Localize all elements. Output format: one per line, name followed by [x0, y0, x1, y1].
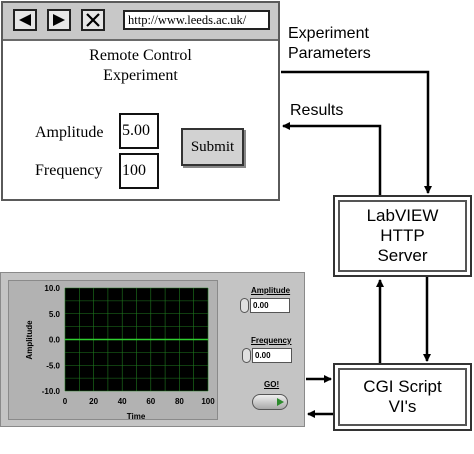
y-axis-label: Amplitude [25, 320, 34, 360]
frequency-spinner[interactable] [242, 348, 251, 363]
x-tick-label: 40 [118, 397, 127, 406]
server-line3: Server [377, 246, 428, 265]
y-tick-label: 10.0 [44, 284, 60, 293]
x-tick-label: 0 [63, 397, 68, 406]
go-label: GO! [264, 380, 280, 389]
results-arrow [282, 122, 382, 195]
waveform-graph: 10.0 5.0 0.0 -5.0 -10.00 20 40 60 80 100 Amplitud… [25, 284, 215, 421]
amplitude-label: Amplitude [35, 124, 104, 141]
y-tick-label: 0.0 [49, 336, 61, 345]
server-line2: HTTP [380, 226, 425, 245]
experiment-parameters-line2: Parameters [288, 45, 371, 62]
results-label: Results [290, 102, 344, 119]
y-tick-label: -5.0 [46, 361, 60, 370]
back-button[interactable] [13, 9, 37, 31]
go-button[interactable] [252, 394, 288, 410]
x-tick-label: 100 [201, 397, 215, 406]
close-icon [86, 13, 100, 27]
labview-http-server-box: LabVIEW HTTP Server [333, 195, 472, 277]
y-tick-label: -10.0 [42, 387, 61, 396]
lv-amplitude-input[interactable]: 0.00 [250, 298, 290, 313]
cgi-script-box: CGI Script VI's [333, 363, 472, 431]
server-line1: LabVIEW [366, 206, 439, 225]
experiment-parameters-label: Experiment Parameters [288, 24, 371, 64]
y-tick-label: 5.0 [49, 310, 61, 319]
page-title-line2: Experiment [103, 67, 178, 84]
experiment-parameters-line1: Experiment [288, 25, 369, 42]
x-tick-label: 20 [89, 397, 98, 406]
x-axis-label: Time [127, 412, 146, 421]
x-tick-label: 60 [146, 397, 155, 406]
play-arrow-icon [277, 398, 284, 406]
submit-button[interactable]: Submit [181, 128, 244, 166]
page-title: Remote Control Experiment [3, 46, 278, 86]
page-title-line1: Remote Control [89, 47, 192, 64]
forward-button[interactable] [47, 9, 71, 31]
browser-window: http://www.leeds.ac.uk/ Remote Control E… [1, 1, 280, 201]
lv-amplitude-label: Amplitude [251, 286, 291, 295]
x-tick-label: 80 [175, 397, 184, 406]
frequency-label: Frequency [35, 162, 103, 179]
frequency-input[interactable]: 100 [119, 153, 159, 189]
browser-toolbar: http://www.leeds.ac.uk/ [3, 3, 278, 41]
lv-frequency-input[interactable]: 0.00 [252, 348, 292, 363]
address-bar[interactable]: http://www.leeds.ac.uk/ [123, 10, 270, 30]
stop-button[interactable] [81, 9, 105, 31]
lv-frequency-label: Frequency [251, 336, 292, 345]
amplitude-spinner[interactable] [240, 298, 249, 313]
cgi-line1: CGI Script [363, 377, 442, 396]
forward-arrow-icon [53, 14, 65, 26]
cgi-line2: VI's [388, 397, 417, 416]
back-arrow-icon [19, 14, 31, 26]
amplitude-input[interactable]: 5.00 [119, 113, 159, 149]
parameters-arrow [281, 70, 432, 194]
